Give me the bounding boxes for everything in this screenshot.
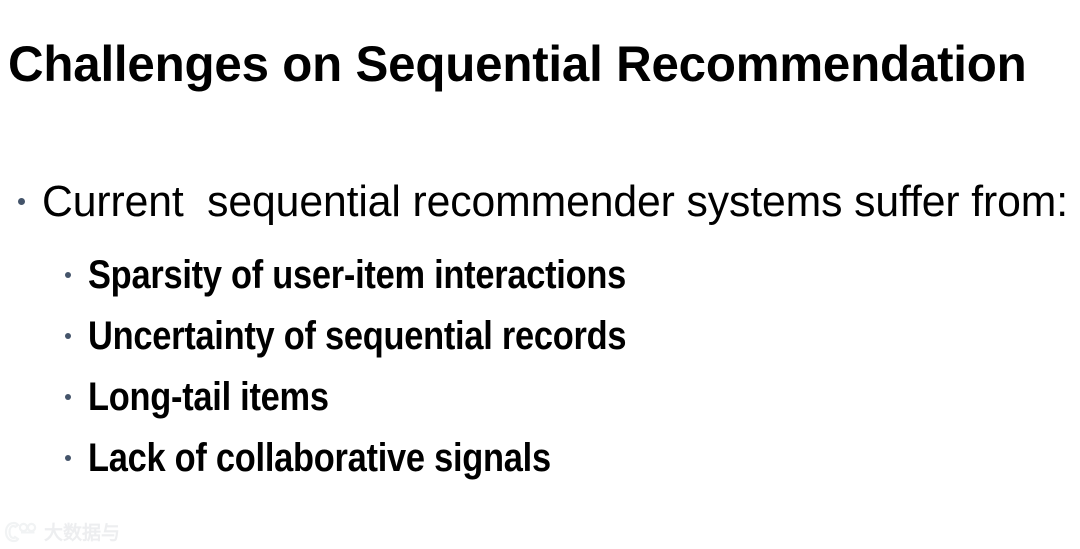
watermark-text: 大数据与 bbox=[44, 522, 121, 544]
list-item-level1-label: Current sequential recommender systems s… bbox=[42, 177, 1068, 226]
bullet-dot-icon bbox=[65, 455, 71, 461]
page-title: Challenges on Sequential Recommendation bbox=[8, 35, 1027, 92]
watermark: 大数据与 bbox=[4, 518, 120, 545]
list-item-collaborative-signals: Lack of collaborative signals bbox=[0, 431, 1080, 492]
bullet-dot-icon bbox=[65, 333, 71, 339]
list-item-uncertainty: Uncertainty of sequential records bbox=[0, 309, 1080, 370]
bullet-dot-icon bbox=[65, 272, 71, 278]
list-item-sparsity: Sparsity of user-item interactions bbox=[0, 248, 1080, 309]
slide-body: Current sequential recommender systems s… bbox=[0, 168, 1080, 492]
list-item-label: Long-tail items bbox=[88, 375, 329, 419]
list-item-label: Lack of collaborative signals bbox=[88, 436, 551, 480]
list-item-long-tail: Long-tail items bbox=[0, 370, 1080, 431]
list-item-level1: Current sequential recommender systems s… bbox=[0, 168, 1080, 236]
list-item-label: Sparsity of user-item interactions bbox=[88, 253, 626, 297]
bullet-dot-icon bbox=[65, 394, 71, 400]
list-item-label: Uncertainty of sequential records bbox=[88, 314, 627, 358]
heart-100-logo-icon bbox=[4, 521, 37, 542]
sublist-level2: Sparsity of user-item interactions Uncer… bbox=[0, 248, 1080, 492]
bullet-dot-icon bbox=[18, 198, 25, 205]
